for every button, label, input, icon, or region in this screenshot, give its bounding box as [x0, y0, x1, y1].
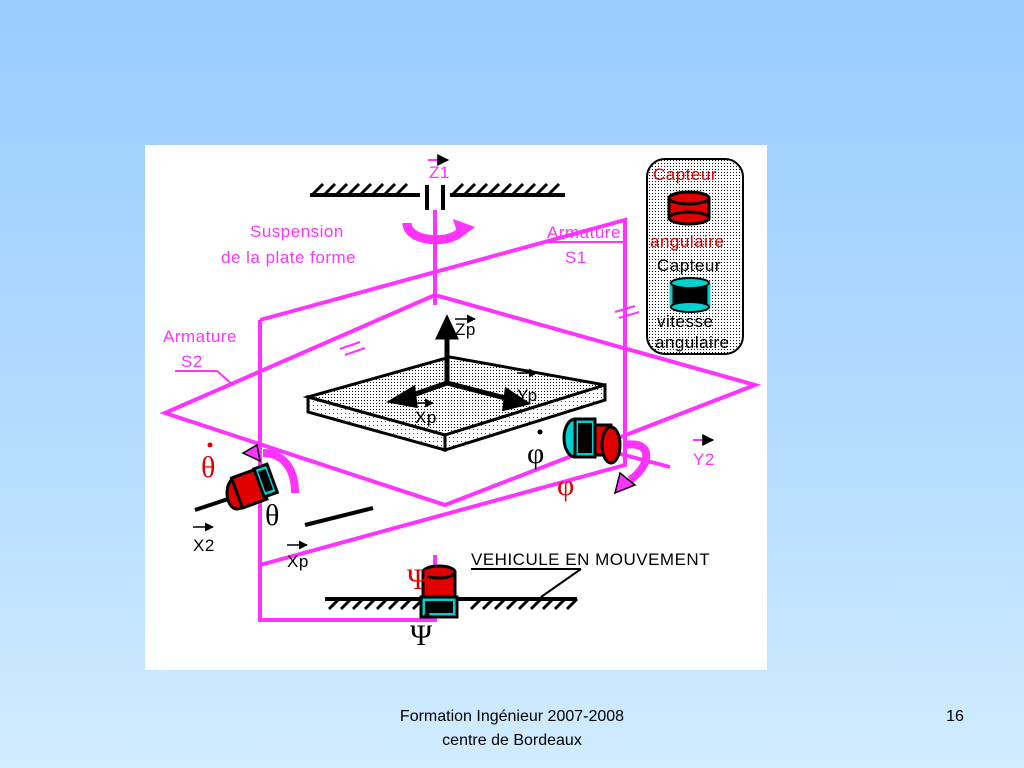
diagram-panel: Z1 Zp Yp Xp Y2 [145, 145, 767, 670]
suspension-bearing [425, 185, 445, 210]
armature-s2-label-line2: S2 [181, 352, 203, 371]
theta-sensor [225, 462, 280, 511]
armature-s1-label-line1: Armature [547, 223, 621, 242]
legend-speed-sensor-line2: vitesse [657, 312, 713, 331]
platform [302, 355, 607, 453]
theta-label: θ [265, 499, 279, 532]
phi-sensor [562, 417, 622, 465]
y2-label: Y2 [693, 450, 715, 469]
platform-axes [386, 314, 532, 412]
phi-label: φ [557, 469, 574, 502]
gyro-platform-diagram: Z1 Zp Yp Xp Y2 [159, 154, 762, 652]
psi-label: Ψ [407, 563, 430, 596]
theta-dot-label: θ [201, 451, 215, 484]
armature-s1-label-line2: S1 [565, 248, 587, 267]
page-number: 16 [946, 708, 964, 725]
footer-line1: Formation Ingénieur 2007-2008 [399, 708, 625, 725]
legend-angle-sensor-line2: angulaire [650, 232, 724, 251]
theta-rotation-arrow [262, 449, 299, 494]
sensor-legend: Capteur angulaire Capteur vitesse angula… [646, 158, 744, 355]
yp-label: Yp [517, 386, 538, 405]
psi-dot-label: Ψ [410, 619, 433, 652]
phi-dot-label: φ [527, 437, 544, 470]
zp-label: Zp [455, 320, 476, 339]
armature-s2-label-line1: Armature [163, 327, 237, 346]
psi-sensor [419, 564, 459, 619]
z1-label: Z1 [429, 163, 450, 182]
angle-sensor-icon [667, 190, 711, 226]
xp-axis-label: Xp [287, 552, 309, 571]
legend-speed-sensor-line1: Capteur [657, 256, 721, 275]
ceiling-hatch [310, 182, 565, 197]
speed-sensor-icon [669, 277, 711, 313]
suspension-label-line1: Suspension [250, 222, 344, 241]
xp-platform-label: Xp [415, 408, 437, 427]
vehicle-label: VEHICULE EN MOUVEMENT [471, 550, 710, 569]
legend-angle-sensor-line1: Capteur [653, 165, 717, 184]
legend-speed-sensor-line3: angulaire [655, 333, 729, 352]
armature-s2-frame [159, 292, 762, 508]
phi-rotation-arrow [624, 440, 651, 484]
footer-line2: centre de Bordeaux [442, 732, 582, 749]
suspension-label-line2: de la plate forme [221, 248, 356, 267]
x2-label: X2 [193, 536, 215, 555]
